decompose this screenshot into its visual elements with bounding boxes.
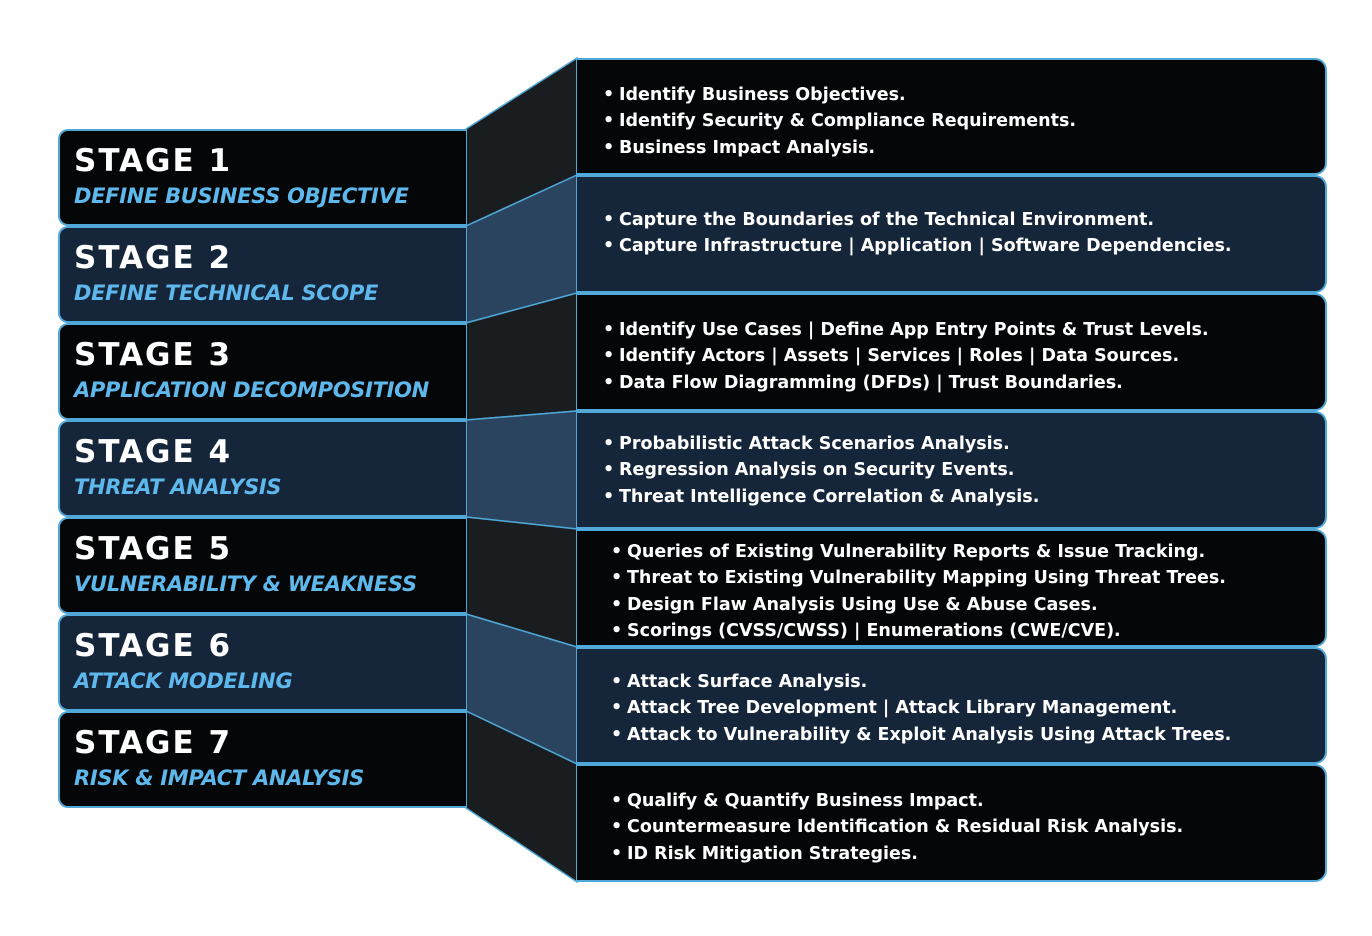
bullet-dot-icon: • <box>611 724 623 745</box>
stage-1-details: •Identify Business Objectives. •Identify… <box>577 58 1327 175</box>
bullet-item: •Scorings (CVSS/CWSS) | Enumerations (CW… <box>611 618 1226 644</box>
bullet-item: •Identify Actors | Assets | Services | R… <box>603 343 1209 369</box>
connector-stage-4 <box>465 410 578 530</box>
bullet-item: •Capture the Boundaries of the Technical… <box>603 207 1232 233</box>
bullet-item: •Queries of Existing Vulnerability Repor… <box>611 539 1226 565</box>
stage-7-box: STAGE 7 RISK & IMPACT ANALYSIS <box>58 711 466 808</box>
bullet-item: •Regression Analysis on Security Events. <box>603 457 1039 483</box>
stage-3-subtitle: APPLICATION DECOMPOSITION <box>74 378 429 402</box>
bullet-item: •Threat Intelligence Correlation & Analy… <box>603 484 1039 510</box>
bullet-item: •Attack to Vulnerability & Exploit Analy… <box>611 722 1231 748</box>
stage-7-title: STAGE 7 <box>74 725 233 761</box>
stage-7-details: •Qualify & Quantify Business Impact. •Co… <box>577 764 1327 882</box>
bullet-item: •Probabilistic Attack Scenarios Analysis… <box>603 431 1039 457</box>
stage-3-title: STAGE 3 <box>74 337 233 373</box>
stage-2-box: STAGE 2 DEFINE TECHNICAL SCOPE <box>58 226 466 323</box>
bullet-dot-icon: • <box>603 346 615 367</box>
stage-2-title: STAGE 2 <box>74 240 233 276</box>
bullet-item: •Qualify & Quantify Business Impact. <box>611 788 1183 814</box>
stage-5-title: STAGE 5 <box>74 531 233 567</box>
bullet-dot-icon: • <box>603 320 615 340</box>
stage-5-subtitle: VULNERABILITY & WEAKNESS <box>74 572 417 596</box>
bullet-dot-icon: • <box>603 236 615 257</box>
bullet-dot-icon: • <box>611 542 623 562</box>
bullet-item: •Identify Use Cases | Define App Entry P… <box>603 317 1209 343</box>
stage-2-subtitle: DEFINE TECHNICAL SCOPE <box>74 281 379 305</box>
bullet-dot-icon: • <box>603 85 615 105</box>
bullet-dot-icon: • <box>611 698 623 719</box>
stage-1-subtitle: DEFINE BUSINESS OBJECTIVE <box>74 184 409 208</box>
bullet-dot-icon: • <box>611 568 623 589</box>
bullet-item: •Threat to Existing Vulnerability Mappin… <box>611 565 1226 591</box>
bullet-item: •Countermeasure Identification & Residua… <box>611 814 1183 840</box>
stage-4-details: •Probabilistic Attack Scenarios Analysis… <box>577 411 1327 529</box>
bullet-dot-icon: • <box>603 111 615 132</box>
bullet-item: •Attack Tree Development | Attack Librar… <box>611 695 1231 721</box>
stage-5-box: STAGE 5 VULNERABILITY & WEAKNESS <box>58 517 466 614</box>
bullet-dot-icon: • <box>603 210 615 230</box>
stage-1-bullets: •Identify Business Objectives. •Identify… <box>603 82 1076 161</box>
stage-5-details: •Queries of Existing Vulnerability Repor… <box>577 529 1327 647</box>
stage-6-bullets: •Attack Surface Analysis. •Attack Tree D… <box>611 669 1231 748</box>
stage-6-box: STAGE 6 ATTACK MODELING <box>58 614 466 711</box>
bullet-item: •ID Risk Mitigation Strategies. <box>611 841 1183 867</box>
bullet-dot-icon: • <box>603 434 615 454</box>
stage-6-details: •Attack Surface Analysis. •Attack Tree D… <box>577 647 1327 764</box>
stage-7-bullets: •Qualify & Quantify Business Impact. •Co… <box>611 788 1183 867</box>
stage-6-subtitle: ATTACK MODELING <box>74 669 293 693</box>
bullet-dot-icon: • <box>611 843 623 864</box>
stage-5-bullets: •Queries of Existing Vulnerability Repor… <box>611 539 1226 644</box>
bullet-dot-icon: • <box>611 672 623 692</box>
bullet-item: •Data Flow Diagramming (DFDs) | Trust Bo… <box>603 370 1209 396</box>
stage-3-details: •Identify Use Cases | Define App Entry P… <box>577 293 1327 411</box>
stage-3-bullets: •Identify Use Cases | Define App Entry P… <box>603 317 1209 396</box>
stage-1-box: STAGE 1 DEFINE BUSINESS OBJECTIVE <box>58 129 466 226</box>
stage-3-box: STAGE 3 APPLICATION DECOMPOSITION <box>58 323 466 420</box>
stage-2-bullets: •Capture the Boundaries of the Technical… <box>603 207 1232 260</box>
bullet-dot-icon: • <box>611 594 623 615</box>
bullet-dot-icon: • <box>603 486 615 507</box>
stage-6-title: STAGE 6 <box>74 628 233 664</box>
bullet-item: •Business Impact Analysis. <box>603 135 1076 161</box>
stage-7-subtitle: RISK & IMPACT ANALYSIS <box>74 766 365 790</box>
stage-4-title: STAGE 4 <box>74 434 233 470</box>
stage-4-bullets: •Probabilistic Attack Scenarios Analysis… <box>603 431 1039 510</box>
bullet-dot-icon: • <box>611 620 623 641</box>
stage-2-details: •Capture the Boundaries of the Technical… <box>577 175 1327 293</box>
bullet-item: •Capture Infrastructure | Application | … <box>603 233 1232 259</box>
stage-1-title: STAGE 1 <box>74 143 233 179</box>
bullet-item: •Identify Security & Compliance Requirem… <box>603 108 1076 134</box>
bullet-item: •Design Flaw Analysis Using Use & Abuse … <box>611 592 1226 618</box>
bullet-dot-icon: • <box>603 460 615 481</box>
bullet-dot-icon: • <box>611 791 623 811</box>
stage-4-box: STAGE 4 THREAT ANALYSIS <box>58 420 466 517</box>
bullet-dot-icon: • <box>603 137 615 158</box>
stage-4-subtitle: THREAT ANALYSIS <box>74 475 282 499</box>
bullet-dot-icon: • <box>611 817 623 838</box>
bullet-item: •Attack Surface Analysis. <box>611 669 1231 695</box>
bullet-item: •Identify Business Objectives. <box>603 82 1076 108</box>
bullet-dot-icon: • <box>603 372 615 393</box>
